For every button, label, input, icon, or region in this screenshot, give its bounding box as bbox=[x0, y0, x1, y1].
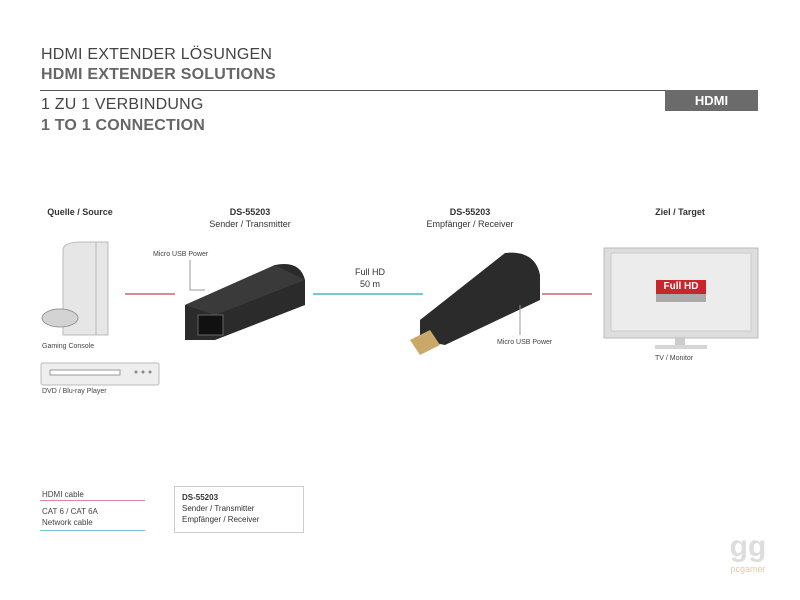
receiver-role: Empfänger / Receiver bbox=[426, 219, 514, 229]
hdmi-cable-source bbox=[125, 293, 175, 295]
legend-hdmi-label: HDMI cable bbox=[42, 490, 84, 499]
receiver-device-icon bbox=[410, 252, 540, 355]
legend-box-line2: Empfänger / Receiver bbox=[182, 515, 260, 524]
legend-hdmi-line bbox=[40, 500, 145, 501]
transmitter-role: Sender / Transmitter bbox=[209, 219, 291, 229]
source-heading: Quelle / Source bbox=[47, 207, 113, 217]
legend-box-line1: Sender / Transmitter bbox=[182, 504, 255, 513]
legend-device-box: DS-55203 Sender / Transmitter Empfänger … bbox=[174, 486, 304, 533]
target-heading: Ziel / Target bbox=[655, 207, 705, 217]
subtitle-en: 1 TO 1 CONNECTION bbox=[41, 117, 206, 134]
subtitle-de: 1 ZU 1 VERBINDUNG bbox=[41, 96, 204, 113]
watermark-text: pcgamer bbox=[730, 564, 766, 574]
hdmi-cable-target bbox=[542, 293, 592, 295]
title-en: HDMI EXTENDER SOLUTIONS bbox=[41, 66, 276, 83]
link-line1: Full HD bbox=[354, 267, 385, 277]
title-de: HDMI EXTENDER LÖSUNGEN bbox=[41, 46, 273, 63]
receiver-power-label: Micro USB Power bbox=[497, 339, 553, 346]
hdmi-badge: HDMI bbox=[665, 90, 758, 111]
legend-network-line bbox=[40, 530, 145, 531]
pcgamer-logo: gg bbox=[729, 530, 767, 563]
network-cable bbox=[313, 293, 423, 295]
legend-box-model: DS-55203 bbox=[182, 493, 219, 502]
legend-cat-label1: CAT 6 / CAT 6A bbox=[42, 507, 98, 516]
player-label: DVD / Blu-ray Player bbox=[42, 388, 107, 395]
link-line2: 50 m bbox=[359, 279, 380, 289]
transmitter-device-icon bbox=[185, 260, 305, 340]
tv-monitor-icon bbox=[603, 247, 759, 349]
dvd-player-icon bbox=[40, 362, 160, 386]
divider bbox=[40, 90, 758, 91]
transmitter-power-label: Micro USB Power bbox=[153, 251, 209, 258]
receiver-model: DS-55203 bbox=[449, 207, 491, 217]
console-label: Gaming Console bbox=[42, 343, 95, 350]
tv-label: TV / Monitor bbox=[655, 355, 694, 362]
gaming-console-icon bbox=[41, 241, 109, 336]
legend-cat-label2: Network cable bbox=[42, 518, 93, 527]
full-hd-badge: Full HD bbox=[656, 280, 706, 294]
transmitter-model: DS-55203 bbox=[229, 207, 271, 217]
